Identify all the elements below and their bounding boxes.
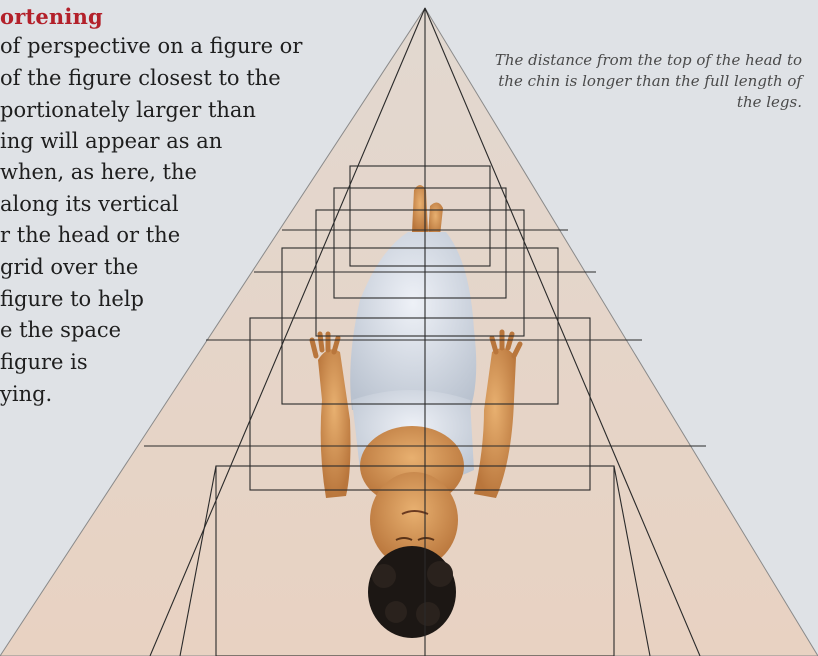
body-line-7: r the head or the [0,225,180,246]
body-line-5: when, as here, the [0,162,197,183]
body-line-8: grid over the [0,257,138,278]
body-line-2: of the figure closest to the [0,68,281,89]
body-line-4: ing will appear as an [0,131,222,152]
body-line-10: e the space [0,320,121,341]
body-line-3: portionately larger than [0,100,256,121]
body-line-9: figure to help [0,289,144,310]
section-heading: ortening [0,4,103,29]
body-line-11: figure is [0,352,88,373]
body-line-6: along its vertical [0,194,179,215]
body-line-1: of perspective on a figure or [0,36,302,57]
figure-caption: The distance from the top of the head to… [482,50,802,113]
body-line-12: ying. [0,384,52,405]
